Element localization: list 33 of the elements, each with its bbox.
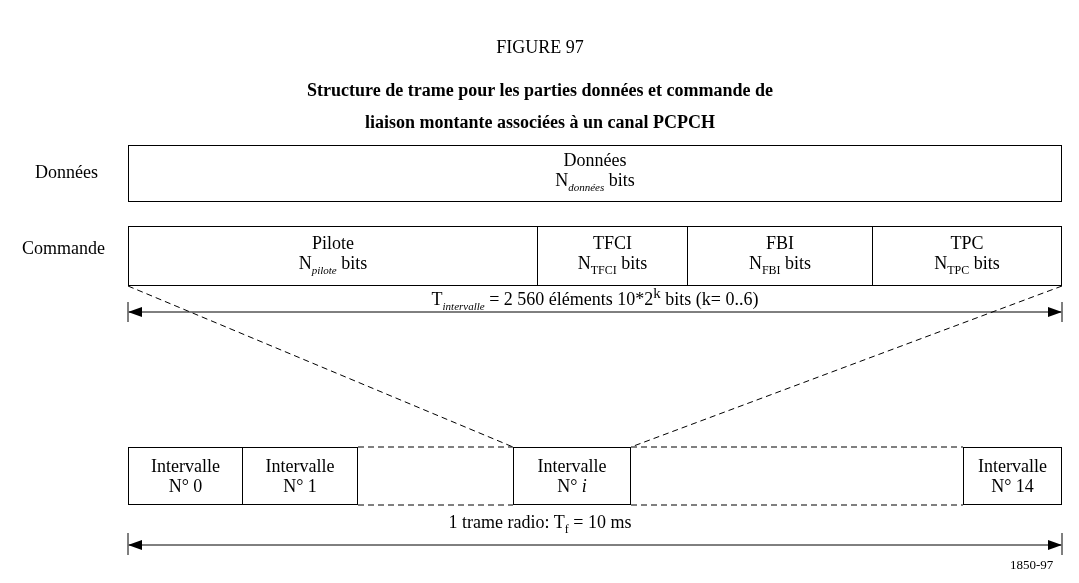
- figure-code: 1850-97: [1010, 557, 1054, 573]
- box-text: TPC: [950, 232, 984, 253]
- field-box: [537, 226, 688, 286]
- box-text: Intervalle N° i: [536, 456, 608, 496]
- box-text: FBI: [766, 232, 794, 253]
- slot-box: [242, 447, 358, 505]
- slot-box: [128, 447, 243, 505]
- figure-number: FIGURE 97: [496, 37, 584, 58]
- dimension-label: 1 trame radio: T$_{f}$ = 10 ms: [448, 512, 632, 537]
- connector-line: [127, 285, 514, 448]
- field-box: [687, 226, 873, 286]
- data-field-box: [128, 145, 1062, 202]
- connector-line: [357, 446, 514, 506]
- slot-box: [513, 447, 631, 505]
- box-text: N$_{TFCI}$ bits: [577, 252, 648, 279]
- field-box: [128, 226, 538, 286]
- box-text: N$_{FBI}$ bits: [748, 252, 812, 279]
- dimension-label: T$_{intervalle}$ = 2 560 éléments 10*2$^{k}$ bits (k= 0..6): [431, 285, 759, 312]
- row-label: Commande: [22, 238, 105, 259]
- box-text: Intervalle N° 14: [977, 456, 1048, 496]
- slot-box: [963, 447, 1062, 505]
- row-label: Données: [35, 162, 98, 183]
- figure-title: Structure de trame pour les parties données et commande de liaison montante associées à un canal PCPCH: [306, 79, 774, 134]
- box-text: N$_{pilote}$ bits: [298, 252, 368, 278]
- box-text: N$_{TPC}$ bits: [934, 252, 1000, 279]
- connector-line: [630, 446, 964, 506]
- box-text: N$_{données}$ bits: [555, 170, 635, 195]
- box-text: TFCI: [593, 232, 632, 253]
- field-box: [872, 226, 1062, 286]
- box-text: Intervalle N° 0: [150, 456, 221, 496]
- box-text: Intervalle N° 1: [264, 456, 336, 496]
- box-text: Données: [563, 150, 627, 171]
- box-text: Pilote: [312, 232, 354, 253]
